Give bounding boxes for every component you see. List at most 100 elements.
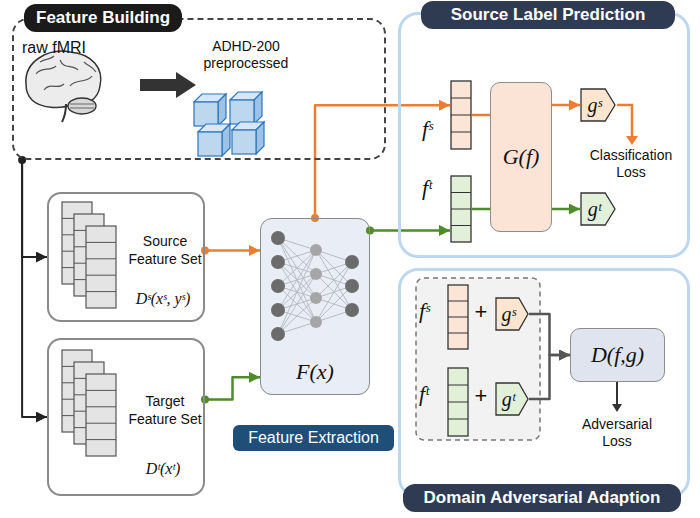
- node-title: gᵗ: [502, 388, 515, 411]
- vector-cell: [451, 192, 471, 193]
- node-title: Target Feature Set: [125, 392, 205, 428]
- node-title: Source Label Prediction: [421, 1, 675, 29]
- neural-net: [271, 231, 359, 341]
- net-unit: [271, 327, 285, 341]
- loss-leader: [617, 105, 632, 136]
- vector-cell: [451, 132, 471, 133]
- concat-sign: +: [472, 384, 490, 408]
- flow-connector: [22, 160, 47, 417]
- brain-sketch: [26, 51, 101, 122]
- net-unit: [271, 231, 285, 245]
- node-title: fᵗ: [419, 381, 429, 407]
- net-unit: [271, 255, 285, 269]
- vector-cell: [451, 98, 471, 99]
- brain-sketch: [36, 56, 96, 90]
- flow-connector: [315, 105, 450, 218]
- tag-outline: [496, 383, 528, 415]
- vector-cell: [448, 317, 468, 318]
- vector-shape: [447, 367, 469, 437]
- label-tag: gˢ: [580, 88, 616, 122]
- vector-shape: [450, 175, 472, 243]
- node-title: Source Feature Set: [125, 232, 205, 268]
- node-text: ADHD-200 preprocessed: [192, 38, 300, 72]
- flow-connector: [205, 377, 260, 399]
- feature-vector: fˢ: [450, 80, 472, 150]
- loss-arrowhead: [626, 136, 638, 145]
- node-title: fˢ: [419, 298, 430, 324]
- extractor-box: F(x)Feature Extraction: [260, 218, 370, 395]
- tag-outline: [581, 193, 615, 225]
- net-link: [316, 286, 352, 322]
- node-title: G(f): [503, 144, 540, 170]
- vector-cell: [448, 402, 468, 403]
- feature-vector: fˢ: [447, 284, 469, 350]
- brain-sketch: [70, 104, 94, 108]
- net-unit: [310, 292, 322, 304]
- vector-cell: [448, 385, 468, 386]
- flow-connector: [205, 249, 260, 252]
- loss-label: Adversarial Loss: [568, 416, 666, 450]
- vector-outline: [448, 368, 468, 436]
- loss-leader: [616, 382, 618, 404]
- vector-outline: [451, 81, 471, 149]
- net-unit: [271, 279, 285, 293]
- feature-stack: [86, 374, 116, 456]
- vector-shape: [450, 80, 472, 150]
- flow-connector: [529, 355, 570, 399]
- tag-outline: [581, 89, 615, 121]
- module-panel: Domain Adversarial AdaptionfˢgˢfᵗgᵗD(f,g…: [398, 268, 690, 498]
- node-text: Dˢ(xˢ, yˢ): [123, 290, 203, 308]
- feature-stack: [86, 226, 116, 308]
- joint-dot: [201, 247, 209, 255]
- dataset-box: Source Feature SetDˢ(xˢ, yˢ): [47, 192, 205, 322]
- node-title: gᵗ: [588, 198, 601, 221]
- net-unit: [310, 268, 322, 280]
- vector-outline: [451, 176, 471, 242]
- stage-frame: Feature Buildingraw fMRIADHD-200 preproc…: [12, 18, 386, 160]
- flow-connector: [472, 208, 490, 211]
- volume-stack: [232, 122, 264, 154]
- vector-cell: [451, 115, 471, 116]
- loss-label: Classification Loss: [580, 147, 682, 181]
- concat-group: [416, 278, 540, 440]
- flow-connector: [370, 229, 450, 232]
- net-unit: [271, 303, 285, 317]
- label-tag: gᵗ: [580, 192, 616, 226]
- net-unit: [345, 303, 359, 317]
- process-arrow: [140, 72, 196, 98]
- dataset-box: Target Feature SetDᵗ(xᵗ): [47, 338, 205, 496]
- classifier-box: G(f): [490, 82, 552, 232]
- node-text: Dᵗ(xᵗ): [123, 460, 203, 478]
- label-tag: gᵗ: [495, 382, 529, 416]
- feature-vector: fᵗ: [447, 367, 469, 437]
- node-title: F(x): [261, 359, 369, 385]
- node-title: gˢ: [501, 303, 515, 326]
- flow-connector: [472, 114, 490, 117]
- feature-stack: [62, 350, 116, 456]
- net-unit: [310, 244, 322, 256]
- concat-sign: +: [472, 300, 490, 324]
- module-panel: Source Label PredictionfˢfᵗG(f)gˢgᵗClass…: [398, 12, 690, 258]
- label-tag: gˢ: [495, 297, 529, 331]
- loss-arrowhead: [612, 404, 622, 412]
- node-title: fᵗ: [422, 175, 432, 201]
- net-unit: [345, 255, 359, 269]
- node-title: Feature Building: [24, 4, 182, 32]
- volume-stack: [194, 92, 264, 156]
- vector-shape: [447, 284, 469, 350]
- feature-stack: [62, 202, 116, 308]
- node-title: D(f,g): [591, 342, 644, 368]
- net-link: [278, 298, 316, 334]
- vector-cell: [448, 419, 468, 420]
- joint-dot: [366, 226, 374, 234]
- flow-connector: [529, 314, 570, 355]
- vector-cell: [451, 225, 471, 226]
- vector-outline: [448, 285, 468, 349]
- brain-sketch: [62, 104, 66, 122]
- vector-cell: [448, 333, 468, 334]
- brain-sketch: [68, 98, 96, 114]
- flow-connector: [552, 104, 580, 107]
- joint-dot: [201, 396, 209, 404]
- tag-outline: [496, 298, 528, 330]
